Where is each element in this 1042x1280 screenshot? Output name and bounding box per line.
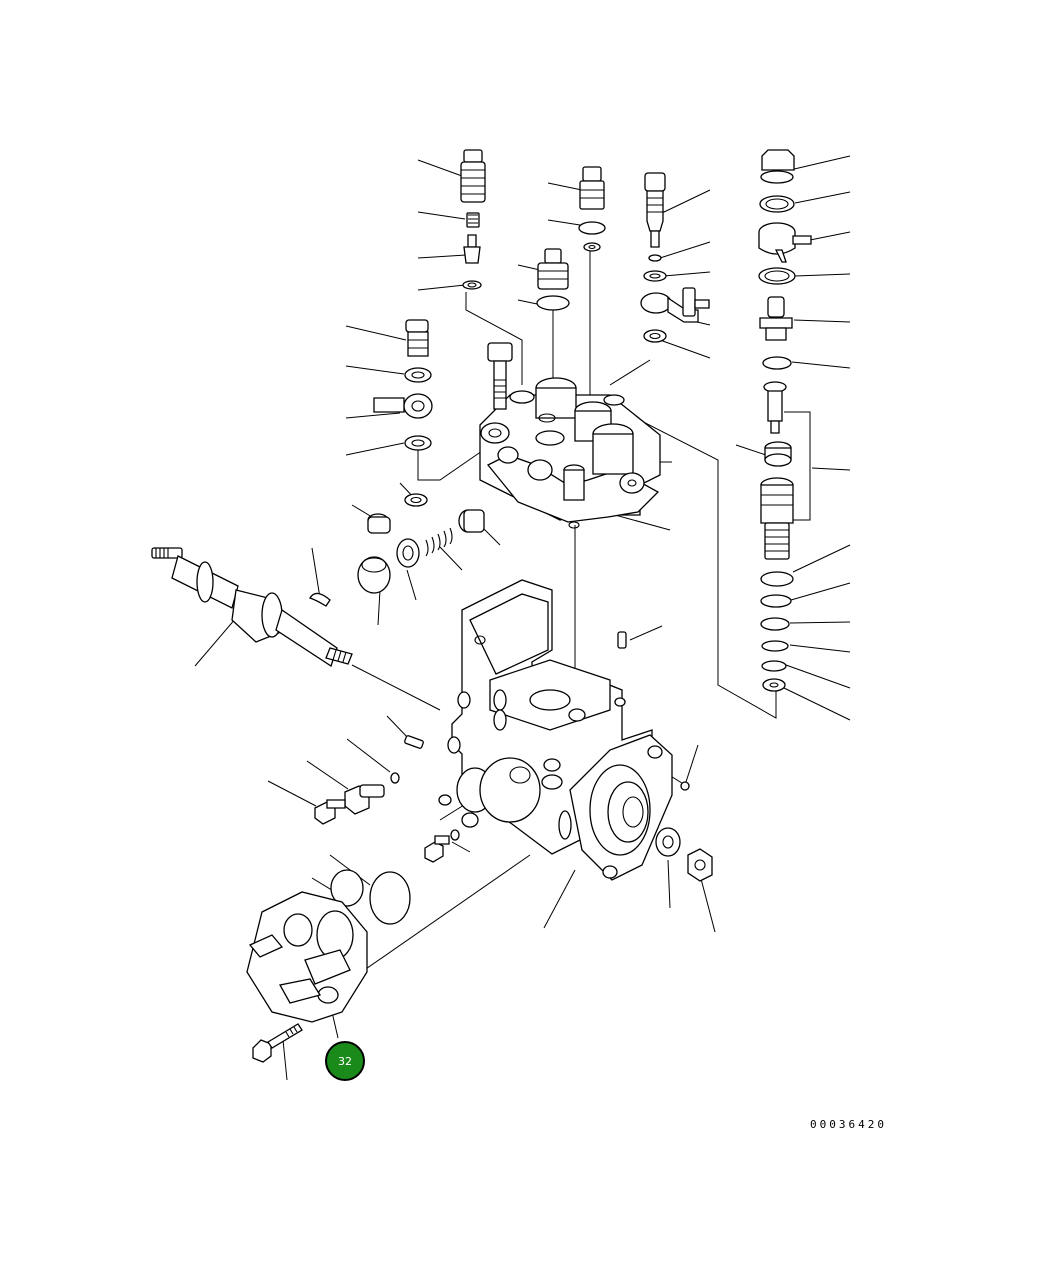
hydraulic-head-housing xyxy=(480,378,660,528)
left-side-parts xyxy=(310,320,484,606)
callout-32[interactable] xyxy=(326,1042,364,1080)
pump-housing xyxy=(439,580,712,881)
right-column-parts xyxy=(759,150,811,691)
center-fittings xyxy=(641,173,709,342)
governor-cover-assembly xyxy=(247,870,410,1062)
drive-shaft xyxy=(152,548,352,666)
delivery-valve-stack-left xyxy=(461,150,605,310)
head-bolt xyxy=(488,343,512,409)
leader-lines xyxy=(195,156,850,1080)
left-mid-parts xyxy=(315,735,459,862)
drawing-number: 00036420 xyxy=(810,1118,887,1131)
